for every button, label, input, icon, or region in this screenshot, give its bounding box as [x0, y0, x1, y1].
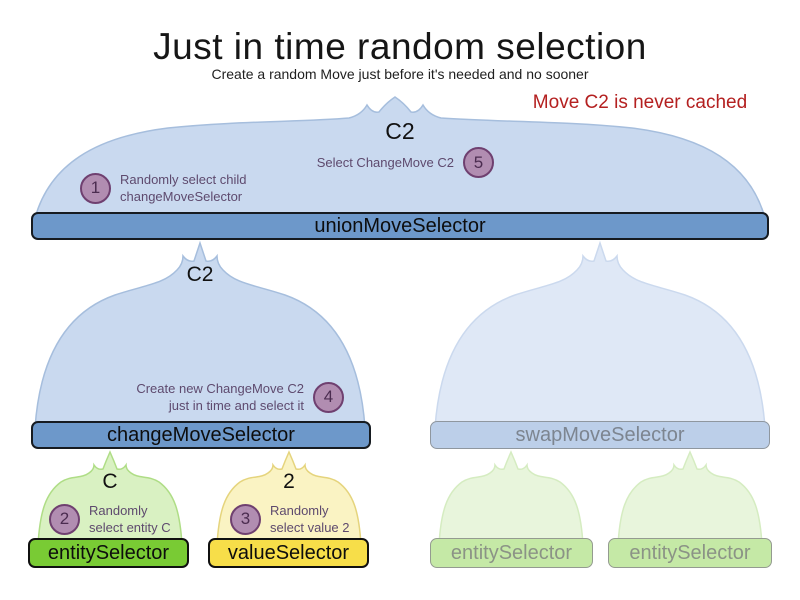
entity-faded-left-arrow-mound [438, 451, 584, 546]
change-move-selector-bar: changeMoveSelector [31, 421, 371, 449]
value-selector-bar: valueSelector [208, 538, 369, 568]
step-2-number-badge: 2 [49, 503, 80, 535]
step-1-line-1: Randomly select child [120, 172, 247, 187]
step-2: 2 Randomly select entity C [49, 502, 171, 536]
stream-label-entity-c: C [102, 470, 118, 493]
entity-selector-faded-left-bar: entitySelector [430, 538, 593, 568]
step-4: Create new ChangeMove C2 just in time an… [60, 380, 344, 414]
step-3-line-1: Randomly [270, 503, 329, 518]
step-4-number-badge: 4 [313, 381, 344, 413]
swap-move-selector-bar: swapMoveSelector [430, 421, 770, 449]
step-1-line-2: changeMoveSelector [120, 189, 243, 204]
entity-selector-faded-right-bar: entitySelector [608, 538, 772, 568]
step-3-text: Randomly select value 2 [270, 502, 350, 536]
step-3: 3 Randomly select value 2 [230, 502, 350, 536]
stream-label-union-c2: C2 [385, 118, 415, 144]
note-move-never-cached: Move C2 is never cached [532, 92, 748, 113]
swap-arrow-mound [434, 242, 766, 429]
step-1-text: Randomly select child changeMoveSelector [120, 171, 246, 205]
entity-selector-bar: entitySelector [28, 538, 189, 568]
stream-label-change-c2: C2 [186, 263, 214, 286]
step-4-text: Create new ChangeMove C2 just in time an… [136, 380, 304, 414]
step-2-line-2: select entity C [89, 520, 171, 535]
step-4-line-2: just in time and select it [168, 398, 304, 413]
step-3-number-badge: 3 [230, 503, 261, 535]
stream-label-value-2: 2 [283, 470, 295, 493]
step-1-number-badge: 1 [80, 172, 111, 204]
union-move-selector-bar: unionMoveSelector [31, 212, 769, 240]
page-subtitle: Create a random Move just before it's ne… [211, 66, 589, 82]
step-2-text: Randomly select entity C [89, 502, 171, 536]
step-4-line-1: Create new ChangeMove C2 [136, 381, 304, 396]
union-arrow-mound [34, 96, 766, 219]
step-5-text: Select ChangeMove C2 [316, 155, 454, 170]
step-2-line-1: Randomly [89, 503, 148, 518]
step-5: Select ChangeMove C2 5 [200, 147, 494, 178]
entity-faded-right-arrow-mound [617, 451, 763, 546]
step-5-number-badge: 5 [463, 147, 494, 178]
step-1: 1 Randomly select child changeMoveSelect… [80, 171, 246, 205]
step-3-line-2: select value 2 [270, 520, 350, 535]
page-title: Just in time random selection [153, 26, 647, 67]
